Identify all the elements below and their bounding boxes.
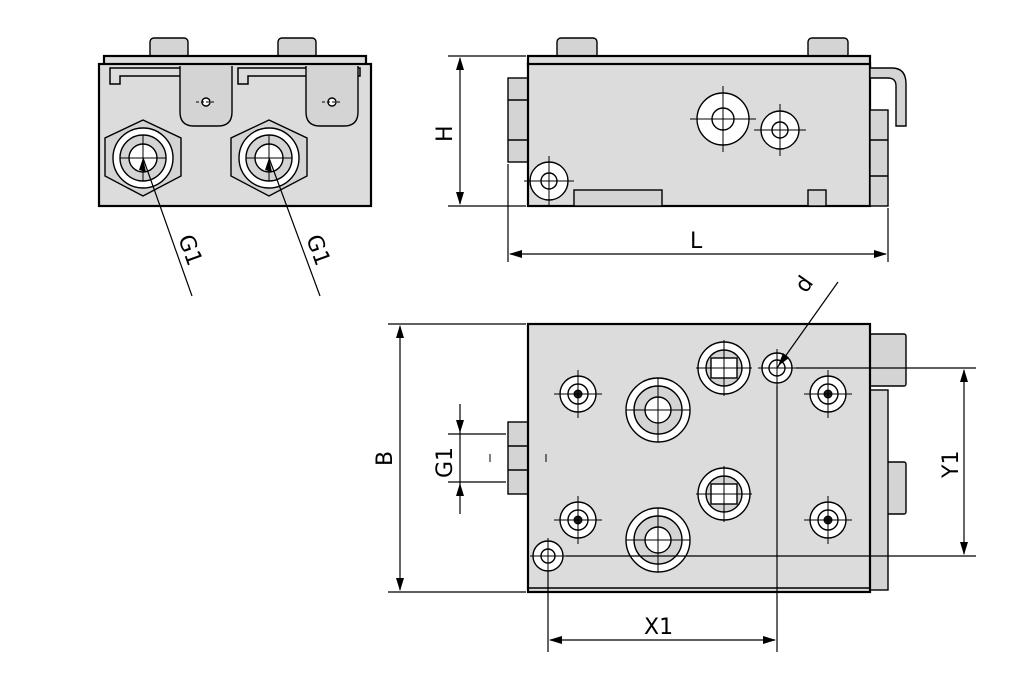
- port-label-right: G1: [300, 232, 334, 270]
- y1-label: Y1: [939, 451, 964, 479]
- length-label: L: [690, 229, 703, 254]
- width-label: B: [373, 451, 398, 466]
- port-label-left: G1: [172, 232, 206, 270]
- side-view: [448, 37, 907, 262]
- hole-diameter-label: d: [790, 272, 818, 298]
- x1-label: X1: [644, 615, 673, 640]
- port-label-top: G1: [433, 447, 458, 478]
- front-view: [97, 37, 373, 297]
- top-view: [388, 281, 976, 652]
- height-label: H: [433, 125, 458, 142]
